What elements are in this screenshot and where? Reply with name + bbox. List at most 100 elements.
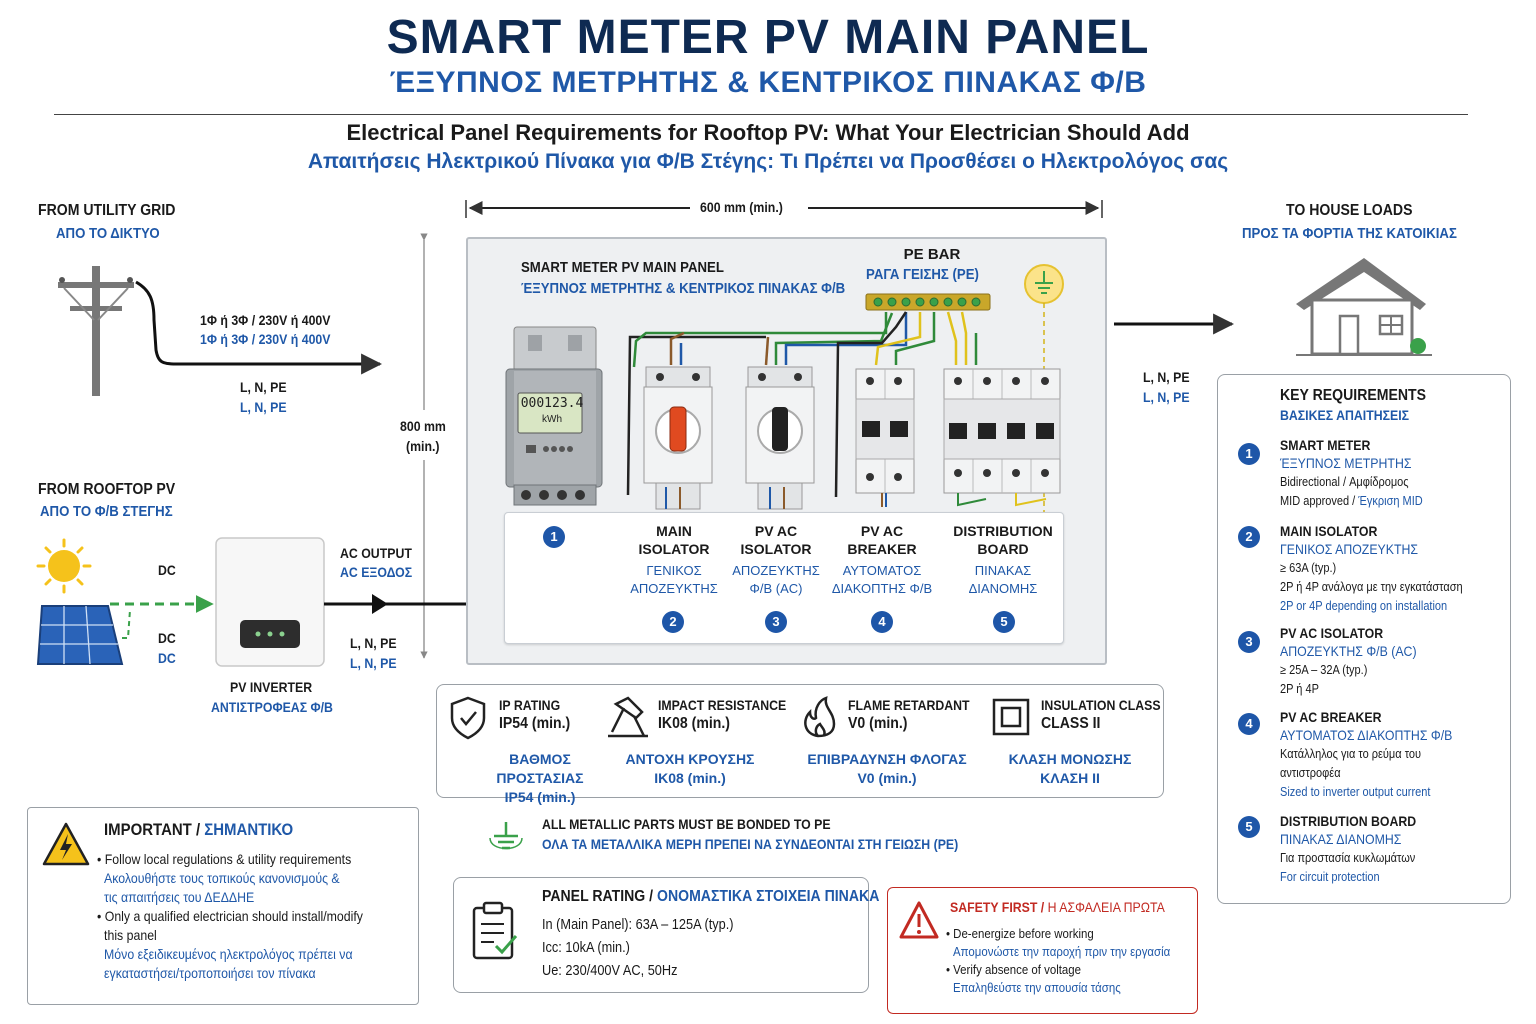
- hammer-icon: [608, 696, 648, 738]
- height-dimension-label: 800 mm: [400, 418, 446, 434]
- dc-label-2: DC: [158, 630, 176, 646]
- ground-symbol-icon: [1024, 264, 1064, 304]
- page-title: SMART METER PV MAIN PANEL: [386, 11, 1150, 64]
- inverter-label-greek: ΑΝΤΙΣΤΡΟΦΕΑΣ Φ/Β: [211, 699, 333, 715]
- rating-ip: IP RATING IP54 (min.): [499, 697, 571, 732]
- distribution-board-icon: [943, 368, 1061, 507]
- house-icon: [1296, 258, 1432, 356]
- inverter-icon: [215, 537, 325, 667]
- panel-internals: [505, 264, 1064, 512]
- clipboard-check-icon: [472, 901, 518, 960]
- key-requirements-title: KEY REQUIREMENTS: [1280, 387, 1427, 404]
- warning-triangle-icon: [899, 901, 939, 939]
- req-item-pv-ac-breaker: PV AC BREAKER ΑΥΤΟΜΑΤΟΣ ΔΙΑΚΟΠΤΗΣ Φ/Β Κα…: [1280, 709, 1453, 799]
- req-item-distribution-board: DISTRIBUTION BOARD ΠΙΝΑΚΑΣ ΔΙΑΝΟΜΗΣ Για …: [1280, 813, 1417, 884]
- ac-output-label: AC OUTPUT: [340, 545, 412, 561]
- grid-conductors-greek: L, N, PE: [240, 399, 287, 415]
- solar-panel-icon: [36, 605, 124, 665]
- double-square-icon: [992, 698, 1030, 736]
- grid-cable: [135, 280, 383, 375]
- safety-bullets: • De-energize before working Απομονώστε …: [946, 926, 1171, 995]
- pv-source-title-greek: ΑΠΟ ΤΟ Φ/Β ΣΤΕΓΗΣ: [40, 503, 173, 520]
- inverter-label: PV INVERTER: [230, 679, 313, 695]
- meter-reading: 000123.4: [520, 396, 584, 411]
- bonding-note-greek: ΟΛΑ ΤΑ ΜΕΤΑΛΛΙΚΑ ΜΕΡΗ ΠΡΕΠΕΙ ΝΑ ΣΥΝΔΕΟΝΤ…: [542, 836, 959, 852]
- component-number-5: 5: [993, 611, 1015, 633]
- important-card: [27, 807, 419, 1005]
- panel-rating-card: [453, 877, 869, 993]
- important-title: IMPORTANT / ΣΗΜΑΝΤΙΚΟ: [104, 820, 294, 839]
- meter-unit: kWh: [542, 414, 562, 425]
- pe-bar-label-greek: ΡΑΓΑ ΓΕΙΣΗΣ (PE): [866, 266, 979, 283]
- pv-ac-breaker-icon: [855, 368, 915, 507]
- dc-label-2-greek: DC: [158, 650, 176, 666]
- req-number-5: 5: [1238, 816, 1260, 838]
- req-number-4: 4: [1238, 713, 1260, 735]
- req-number-3: 3: [1238, 631, 1260, 653]
- ac-output-label-greek: AC ΕΞΟΔΟΣ: [340, 564, 413, 580]
- house-loads-title-greek: ΠΡΟΣ ΤΑ ΦΟΡΤΙΑ ΤΗΣ ΚΑΤΟΙΚΙΑΣ: [1242, 225, 1457, 242]
- grid-supply-spec-greek: 1Φ ή 3Φ / 230V ή 400V: [200, 331, 331, 347]
- rating-impact: IMPACT RESISTANCE IK08 (min.): [658, 697, 787, 732]
- page-subtitle-greek: Απαιτήσεις Ηλεκτρικού Πίνακα για Φ/Β Στέ…: [307, 150, 1229, 173]
- bonding-ground-icon: [489, 822, 523, 850]
- grid-source-title-greek: ΑΠΟ ΤΟ ΔΙΚΤΥΟ: [56, 225, 160, 242]
- house-conductors-greek: L, N, PE: [1143, 389, 1190, 405]
- req-number-2: 2: [1238, 526, 1260, 548]
- pe-bar: [865, 293, 991, 311]
- width-dimension-label: 600 mm (min.): [700, 199, 783, 215]
- component-number-3: 3: [765, 611, 787, 633]
- panel-rating-values: In (Main Panel): 63A – 125A (typ.) Icc: …: [542, 917, 734, 979]
- component-number-2: 2: [662, 611, 684, 633]
- page-subtitle: Electrical Panel Requirements for Roofto…: [346, 120, 1190, 145]
- utility-pole-icon: [58, 266, 134, 396]
- height-dimension-note: (min.): [406, 438, 440, 454]
- dc-label-1: DC: [158, 562, 176, 578]
- ac-conductors: L, N, PE: [350, 635, 397, 651]
- house-loads-title: TO HOUSE LOADS: [1286, 202, 1413, 219]
- component-number-1: 1: [543, 526, 565, 548]
- pv-ac-isolator-icon: [745, 366, 815, 510]
- panel-rating-title: PANEL RATING / ΟΝΟΜΑΣΤΙΚΑ ΣΤΟΙΧΕΙΑ ΠΙΝΑΚ…: [542, 888, 880, 905]
- grid-supply-spec: 1Φ ή 3Φ / 230V ή 400V: [200, 312, 331, 328]
- rating-insulation: INSULATION CLASS CLASS II: [1041, 697, 1161, 732]
- panel-title-greek: ΈΞΥΠΝΟΣ ΜΕΤΡΗΤΗΣ & ΚΕΝΤΡΙΚΟΣ ΠΙΝΑΚΑΣ Φ/Β: [521, 280, 846, 297]
- ac-conductors-greek: L, N, PE: [350, 655, 397, 671]
- warning-electric-icon: [42, 822, 90, 866]
- smart-meter-icon: [505, 326, 603, 506]
- grid-source-title: FROM UTILITY GRID: [38, 202, 176, 219]
- rating-flame: FLAME RETARDANT V0 (min.): [848, 697, 970, 732]
- bonding-note: ALL METALLIC PARTS MUST BE BONDED TO PE: [542, 816, 831, 832]
- ratings-icons: [450, 696, 1030, 740]
- pv-source-title: FROM ROOFTOP PV: [38, 481, 176, 498]
- component-number-4: 4: [871, 611, 893, 633]
- safety-title: SAFETY FIRST / Η ΑΣΦΑΛΕΙΑ ΠΡΩΤΑ: [950, 899, 1165, 915]
- grid-conductors: L, N, PE: [240, 379, 287, 395]
- panel-title: SMART METER PV MAIN PANEL: [521, 259, 724, 276]
- req-item-main-isolator: MAIN ISOLATOR ΓΕΝΙΚΟΣ ΑΠΟΖΕΥΚΤΗΣ ≥ 63A (…: [1280, 523, 1463, 613]
- req-number-1: 1: [1238, 443, 1260, 465]
- key-requirements-card: [1217, 374, 1511, 904]
- req-item-pv-ac-isolator: PV AC ISOLATOR ΑΠΟΖΕΥΚΤΗΣ Φ/Β (AC) ≥ 25A…: [1280, 625, 1417, 696]
- pe-bar-label: PE BAR: [903, 246, 961, 263]
- key-requirements-title-greek: ΒΑΣΙΚΕΣ ΑΠΑΙΤΗΣΕΙΣ: [1280, 407, 1410, 423]
- flame-icon: [804, 696, 836, 738]
- safety-card: [887, 887, 1198, 1014]
- house-conductors: L, N, PE: [1143, 369, 1190, 385]
- req-item-smart-meter: SMART METER ΈΞΥΠΝΟΣ ΜΕΤΡΗΤΗΣ Bidirection…: [1280, 437, 1423, 508]
- main-isolator-icon: [643, 366, 713, 510]
- page-title-greek: ΈΞΥΠΝΟΣ ΜΕΤΡΗΤΗΣ & ΚΕΝΤΡΙΚΟΣ ΠΙΝΑΚΑΣ Φ/Β: [389, 66, 1147, 99]
